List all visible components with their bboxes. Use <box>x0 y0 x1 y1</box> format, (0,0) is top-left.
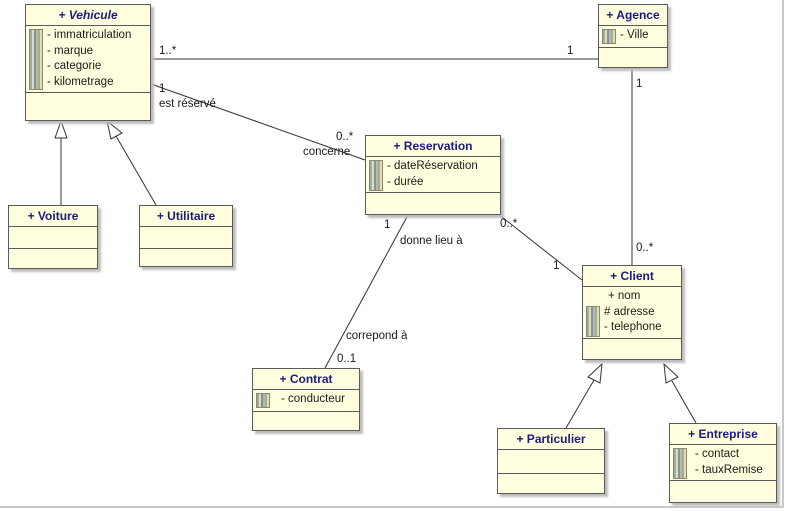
attributes: - dateRéservation - durée <box>366 157 500 193</box>
gen-particulier-line <box>565 379 595 429</box>
attributes: - Ville <box>599 26 667 48</box>
class-voiture[interactable]: + Voiture <box>8 205 98 269</box>
attributes: + nom # adresse - telephone <box>583 287 681 339</box>
gen-entreprise-line <box>671 380 697 424</box>
attribute-icon <box>256 393 270 408</box>
gen-particulier-arrow <box>587 362 603 384</box>
class-name: + Agence <box>599 5 667 26</box>
multiplicity-label: 1 <box>636 78 643 90</box>
attribute: - Ville <box>620 29 649 41</box>
attributes: - immatriculation - marque - categorie -… <box>26 26 150 93</box>
class-name: + Contrat <box>253 369 359 390</box>
gen-entreprise-arrow <box>663 362 679 384</box>
class-name: + Vehicule <box>26 5 150 26</box>
attribute: - tauxRemise <box>695 463 763 476</box>
gen-utilitaire-arrow <box>106 119 123 140</box>
role-label: est réservé <box>159 98 216 110</box>
class-name: + Reservation <box>366 136 500 157</box>
multiplicity-label: 0..1 <box>337 353 357 365</box>
multiplicity-label: 0..* <box>636 242 654 254</box>
role-label: concerne <box>303 146 351 158</box>
assoc-vehicule-reservation <box>150 83 366 161</box>
class-utilitaire[interactable]: + Utilitaire <box>139 205 233 267</box>
class-particulier[interactable]: + Particulier <box>497 428 605 494</box>
attribute: - kilometrage <box>47 75 114 88</box>
role-label: correpond à <box>346 330 408 342</box>
attribute-icon <box>602 29 616 44</box>
attribute: - dateRéservation <box>387 160 478 172</box>
gen-utilitaire-line <box>115 135 157 206</box>
attributes <box>498 450 604 474</box>
class-agence[interactable]: + Agence - Ville <box>598 4 668 68</box>
attribute: - categorie <box>47 60 102 72</box>
attribute: - conducteur <box>281 393 345 405</box>
class-entreprise[interactable]: + Entreprise - contact - tauxRemise <box>669 423 777 503</box>
multiplicity-label: 1 <box>159 83 166 95</box>
multiplicity-label: 0..* <box>500 218 518 230</box>
attribute-icon <box>29 29 43 90</box>
attributes <box>9 227 97 249</box>
attributes: - conducteur <box>253 390 359 412</box>
attributes <box>140 227 232 249</box>
attribute: - durée <box>387 175 424 188</box>
assoc-reservation-contrat <box>324 214 409 369</box>
attribute: - immatriculation <box>47 29 132 41</box>
multiplicity-label: 1 <box>567 45 574 57</box>
attribute: + nom <box>608 290 641 302</box>
multiplicity-label: 0..* <box>336 131 354 143</box>
role-label: donne lieu à <box>400 235 463 247</box>
attribute-icon <box>369 160 383 191</box>
class-name: + Voiture <box>9 206 97 227</box>
class-name: + Particulier <box>498 429 604 450</box>
multiplicity-label: 1..* <box>159 45 177 57</box>
attribute: - telephone <box>604 321 662 333</box>
attribute: - contact <box>695 448 740 460</box>
class-name: + Utilitaire <box>140 206 232 227</box>
attribute-icon <box>673 448 687 479</box>
multiplicity-label: 1 <box>384 219 391 231</box>
attribute-icon <box>586 306 600 337</box>
gen-voiture-arrow <box>54 119 68 139</box>
class-name: + Entreprise <box>670 424 776 445</box>
class-reservation[interactable]: + Reservation - dateRéservation - durée <box>365 135 501 215</box>
assoc-reservation-client <box>492 209 583 281</box>
attribute: - marque <box>47 44 94 57</box>
class-client[interactable]: + Client + nom # adresse - telephone <box>582 265 682 360</box>
class-vehicule[interactable]: + Vehicule - immatriculation - marque - … <box>25 4 151 121</box>
class-name: + Client <box>583 266 681 287</box>
multiplicity-label: 1 <box>553 260 560 272</box>
attributes: - contact - tauxRemise <box>670 445 776 481</box>
class-contrat[interactable]: + Contrat - conducteur <box>252 368 360 431</box>
attribute: # adresse <box>604 305 655 318</box>
